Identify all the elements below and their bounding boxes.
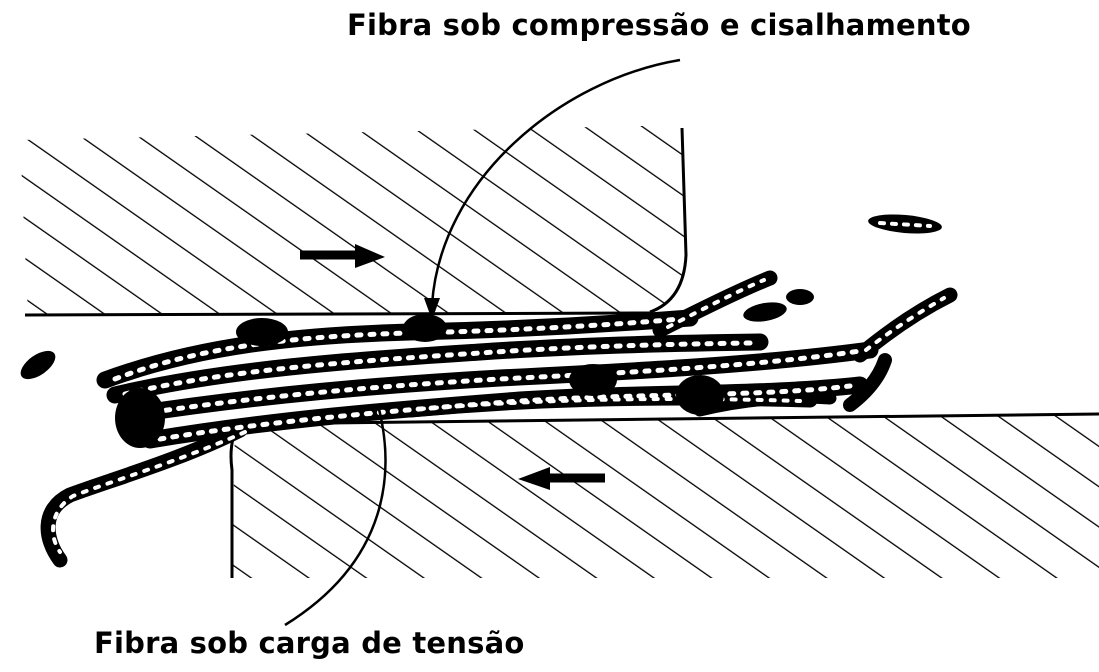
callout-lines xyxy=(284,58,681,627)
arrow-right-icon xyxy=(300,244,385,268)
lower-blade xyxy=(229,412,1099,578)
fiber-bundle xyxy=(20,214,958,568)
arrow-left-icon xyxy=(518,467,605,490)
top-callout-line xyxy=(430,58,681,306)
top-callout-arrowhead xyxy=(424,298,440,320)
compression-shear-label: Fibra sob compressão e cisalhamento xyxy=(347,8,971,42)
upper-blade xyxy=(20,125,688,317)
tension-load-label: Fibra sob carga de tensão xyxy=(94,626,525,660)
bottom-callout-line xyxy=(284,404,387,627)
